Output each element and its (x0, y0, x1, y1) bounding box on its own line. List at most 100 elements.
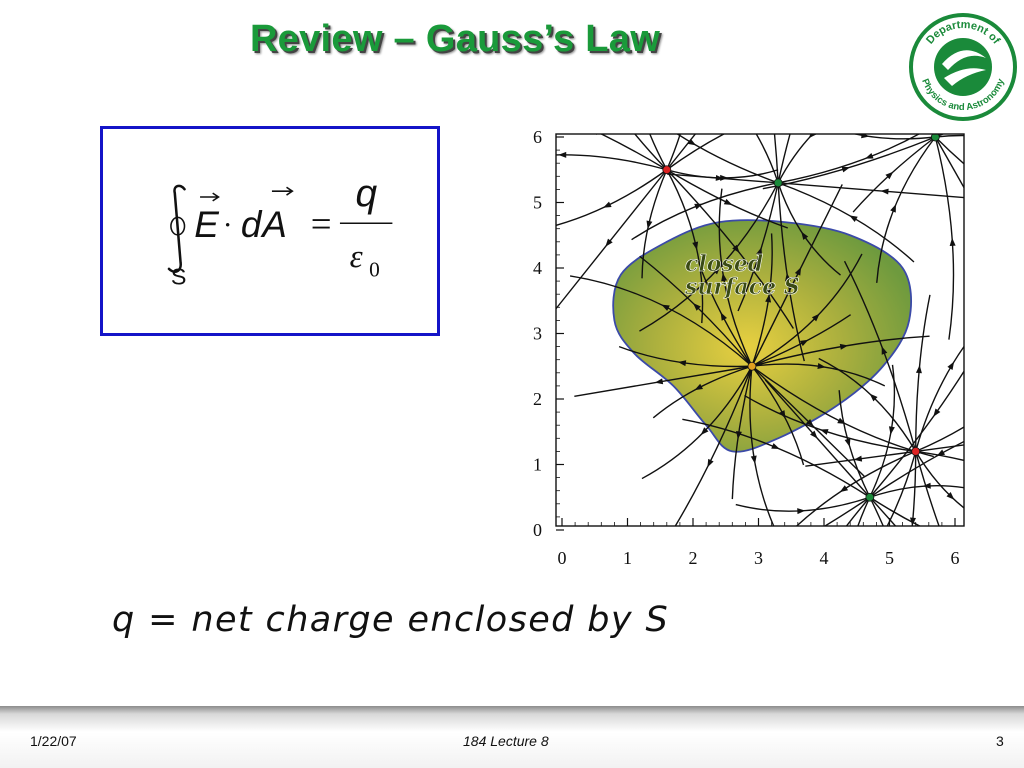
field-line (915, 444, 964, 453)
field-arrow (723, 198, 733, 205)
field-arrow (721, 273, 728, 282)
field-line (599, 134, 668, 171)
field-arrow (839, 343, 849, 350)
y-tick-label: 3 (533, 324, 542, 344)
field-arrow (881, 346, 888, 355)
footer-date: 1/22/07 (30, 733, 77, 749)
denominator-epsilon: ε (350, 239, 363, 275)
field-arrow (720, 312, 727, 321)
x-tick-label: 6 (951, 548, 960, 568)
field-arrow (817, 363, 826, 369)
y-tick-label: 5 (533, 193, 542, 213)
field-arrow (661, 304, 670, 311)
x-tick-label: 3 (754, 548, 763, 568)
field-arrow (797, 508, 806, 515)
field-line (915, 450, 964, 462)
field-arrow (922, 482, 931, 489)
field-arrow (623, 126, 633, 131)
field-arrow (837, 417, 846, 424)
field-arrow (885, 171, 894, 180)
contour-integral-symbol (167, 184, 186, 273)
field-arrow (558, 151, 567, 158)
field-arrow (605, 238, 613, 247)
field-arrow (801, 231, 809, 240)
field-arrow (869, 393, 878, 402)
surface-annotation-line1: closed (685, 251, 763, 277)
y-tick-label: 4 (533, 258, 542, 278)
field-arrow (732, 126, 742, 132)
contour-circle (170, 216, 186, 236)
field-arrow (811, 313, 820, 322)
field-line (852, 134, 936, 140)
field-line (852, 136, 936, 213)
field-line (735, 496, 871, 512)
equals-sign: = (311, 203, 332, 244)
x-tick-label: 0 (558, 548, 567, 568)
field-arrow (861, 134, 870, 139)
field-line (634, 134, 668, 171)
gauss-equation: S E · d A = q ε 0 (167, 173, 393, 289)
field-arrow (841, 571, 848, 574)
field-line (915, 451, 940, 526)
field-line (886, 451, 917, 526)
field-arrow (829, 538, 839, 548)
field-line (915, 426, 964, 453)
field-arrow (785, 272, 791, 282)
caption-net-charge: q = net charge enclosed by S (112, 600, 670, 640)
point-charge (930, 134, 940, 142)
field-arrow (933, 408, 941, 417)
field-line (934, 136, 964, 189)
dot-operator: · (223, 210, 232, 241)
field-line (755, 134, 779, 184)
slide-title: Review – Gauss’s Law (249, 18, 661, 60)
field-arrow (849, 215, 858, 222)
field-arrow (794, 267, 802, 276)
field-vector-E: E (194, 204, 219, 245)
point-charge (911, 446, 921, 456)
field-line (666, 134, 726, 171)
field-line (932, 134, 936, 138)
field-arrow (646, 220, 653, 229)
field-arrow (841, 166, 851, 173)
field-arrow (940, 537, 948, 547)
point-charge (865, 492, 875, 502)
point-charge (662, 165, 672, 175)
footer-page-number: 3 (996, 733, 1004, 749)
field-arrow (910, 517, 916, 526)
field-arrow (707, 458, 714, 468)
field-arrow (687, 138, 697, 146)
x-tick-label: 1 (623, 548, 632, 568)
field-arrow (820, 429, 829, 435)
field-arrow (692, 241, 699, 251)
field-arrow (949, 237, 956, 246)
field-line (556, 169, 668, 227)
field-arrow (750, 455, 757, 464)
field-arrow (936, 449, 946, 457)
field-arrow (654, 378, 664, 385)
field-arrow (694, 383, 703, 391)
footer-bar (0, 706, 1024, 768)
field-arrow (890, 204, 896, 213)
field-arrow (888, 426, 895, 435)
field-arrow (915, 365, 922, 374)
field-line (857, 496, 871, 526)
field-arrow (805, 419, 814, 427)
field-line (869, 496, 922, 526)
x-tick-label: 5 (885, 548, 894, 568)
gauss-equation-box: S E · d A = q ε 0 (100, 126, 440, 336)
field-line (666, 134, 697, 171)
department-logo: Department of Physics and Astronomy (909, 13, 1017, 121)
field-arrow (946, 492, 955, 500)
differential-d: d (241, 204, 263, 245)
field-arrow (756, 247, 762, 256)
field-line (823, 496, 871, 526)
field-arrow (966, 193, 974, 203)
field-arrow (771, 443, 780, 449)
field-arrow (677, 360, 687, 367)
footer-lecture-title: 184 Lecture 8 (463, 733, 549, 749)
x-tick-label: 4 (820, 548, 829, 568)
field-arrow (947, 361, 955, 370)
field-arrow (799, 339, 809, 347)
field-arrow (973, 414, 974, 423)
vector-arrow-A (271, 186, 294, 196)
